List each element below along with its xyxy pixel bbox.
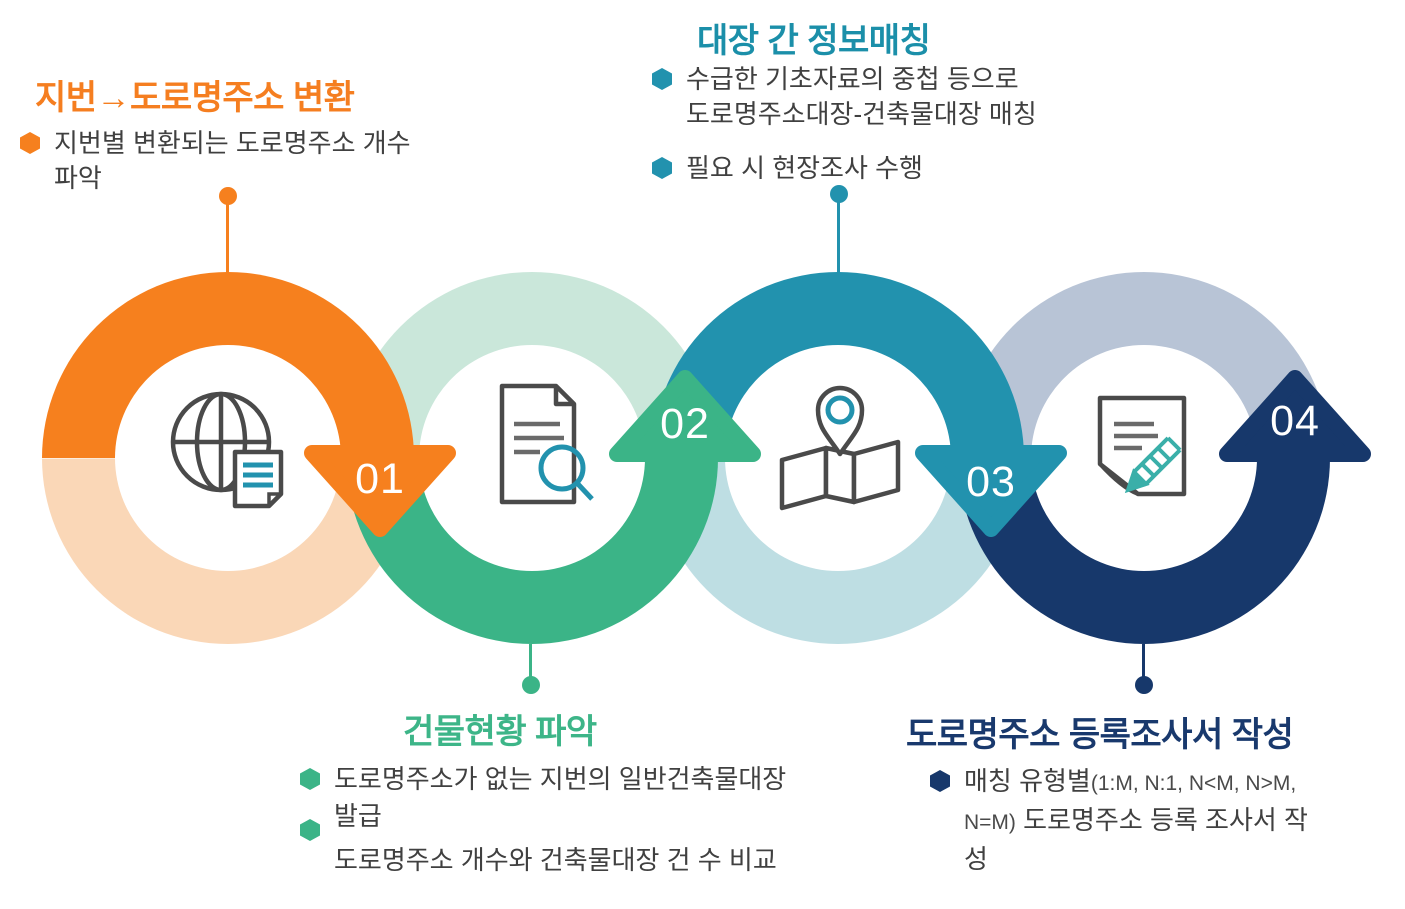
step1-connector-line xyxy=(226,204,229,274)
step3-number: 03 xyxy=(966,458,1016,506)
bullet-text: 도로명주소가 없는 지번의 일반건축물대장 xyxy=(334,764,787,794)
bullet-line: 성 xyxy=(964,844,988,874)
bullet-item: 수급한 기초자료의 중첩 등으로 도로명주소대장-건축물대장 매칭 xyxy=(652,62,1112,132)
step2-connector-dot xyxy=(522,676,540,694)
bullet-line: N=M) 도로명주소 등록 조사서 작 xyxy=(964,805,1308,835)
step3-connector-dot xyxy=(830,185,848,203)
bullet-item: 지번별 변환되는 도로명주소 개수 파악 xyxy=(20,126,465,196)
step2-connector-line xyxy=(529,644,532,682)
bullet-item: 매칭 유형별(1:M, N:1, N<M, N>M, N=M) 도로명주소 등록… xyxy=(930,764,1390,881)
step3-section-title: 대장 간 정보매칭 xyxy=(697,22,931,60)
step3-connector-line xyxy=(837,201,840,274)
step4-connector-dot xyxy=(1135,676,1153,694)
step4-arrow-up-icon xyxy=(1219,370,1371,462)
step2-section-title: 건물현황 파악 xyxy=(403,713,597,751)
step4-number: 04 xyxy=(1270,397,1320,445)
globe-document-icon xyxy=(170,391,284,509)
bullet-item: 도로명주소 개수와 건축물대장 건 수 비교 xyxy=(334,843,920,878)
hexagon-bullet-icon xyxy=(300,768,320,790)
bullet-item: 도로명주소가 없는 지번의 일반건축물대장 xyxy=(300,762,920,797)
step3-arrow-down-icon xyxy=(915,445,1067,537)
document-search-icon xyxy=(499,383,594,505)
bullet-text: 수급한 기초자료의 중첩 등으로 도로명주소대장-건축물대장 매칭 xyxy=(686,64,1037,129)
step4-bullet-list: 매칭 유형별(1:M, N:1, N<M, N>M, N=M) 도로명주소 등록… xyxy=(930,764,1390,881)
bullet-item: 발급 xyxy=(300,799,920,841)
step4-connector-line xyxy=(1142,644,1145,682)
step1-circle-center xyxy=(115,345,341,571)
step1-number: 01 xyxy=(355,455,405,503)
step2-bullet-list: 도로명주소가 없는 지번의 일반건축물대장 발급 도로명주소 개수와 건축물대장… xyxy=(300,762,920,878)
bullet-text: 매칭 유형별(1:M, N:1, N<M, N>M, N=M) 도로명주소 등록… xyxy=(964,764,1308,881)
hexagon-bullet-icon xyxy=(300,819,320,841)
hexagon-bullet-icon xyxy=(20,132,40,154)
map-pin-icon xyxy=(779,385,901,511)
step1-bullet-list: 지번별 변환되는 도로명주소 개수 파악 xyxy=(20,126,465,196)
step3-bullet-list: 수급한 기초자료의 중첩 등으로 도로명주소대장-건축물대장 매칭 필요 시 현… xyxy=(652,62,1112,186)
document-pencil-icon xyxy=(1097,395,1187,497)
hexagon-bullet-icon xyxy=(652,68,672,90)
bullet-line: 매칭 유형별(1:M, N:1, N<M, N>M, xyxy=(964,766,1297,796)
bullet-text: 필요 시 현장조사 수행 xyxy=(686,153,923,183)
hexagon-bullet-icon xyxy=(652,157,672,179)
step4-section-title: 도로명주소 등록조사서 작성 xyxy=(906,716,1294,754)
bullet-text: 지번별 변환되는 도로명주소 개수 파악 xyxy=(54,128,411,193)
bullet-item: 필요 시 현장조사 수행 xyxy=(652,151,1112,186)
bullet-text: 도로명주소 개수와 건축물대장 건 수 비교 xyxy=(334,845,777,875)
step1-arrow-down-icon xyxy=(304,445,456,537)
bullet-text: 발급 xyxy=(334,801,382,831)
step2-number: 02 xyxy=(660,400,710,448)
step2-arrow-up-icon xyxy=(609,370,761,462)
hexagon-bullet-icon xyxy=(930,770,950,792)
step1-section-title: 지번→도로명주소 변환 xyxy=(35,79,355,117)
step1-connector-dot xyxy=(219,187,237,205)
